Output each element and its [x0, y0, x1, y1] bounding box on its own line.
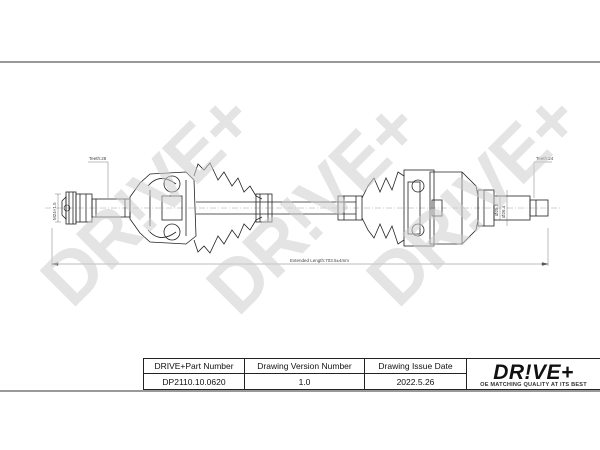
value-part-number: DP2110.10.0620	[143, 373, 245, 390]
outer-boot	[193, 162, 273, 254]
inner-boot	[361, 169, 435, 247]
main-shaft	[196, 195, 363, 221]
value-issue-date: 2022.5.26	[364, 373, 467, 390]
value-version: 1.0	[244, 373, 365, 390]
length-label: Extended Length:703.5±4mm	[290, 258, 349, 263]
header-version: Drawing Version Number	[244, 358, 365, 374]
brand-logo: DR!VE+ OE MATCHING QUALITY AT ITS BEST	[466, 358, 600, 390]
outer-cv-joint	[129, 171, 197, 245]
left-spline-label: Teeth:28	[89, 156, 107, 161]
right-dimension-top: Ø26.4	[501, 205, 506, 218]
header-part-number: DRIVE+Part Number	[143, 358, 245, 374]
inner-cv-joint	[429, 171, 549, 245]
right-spline-label: Teeth:24	[536, 156, 554, 161]
logo-tagline: OE MATCHING QUALITY AT ITS BEST	[480, 382, 587, 388]
header-issue-date: Drawing Issue Date	[364, 358, 467, 374]
logo-wordmark: DR!VE+	[493, 361, 574, 384]
right-dimension-bottom: Ø25.8	[494, 203, 499, 216]
dimensions	[51, 161, 552, 266]
left-dimension-label: M24×1.5	[52, 202, 57, 220]
